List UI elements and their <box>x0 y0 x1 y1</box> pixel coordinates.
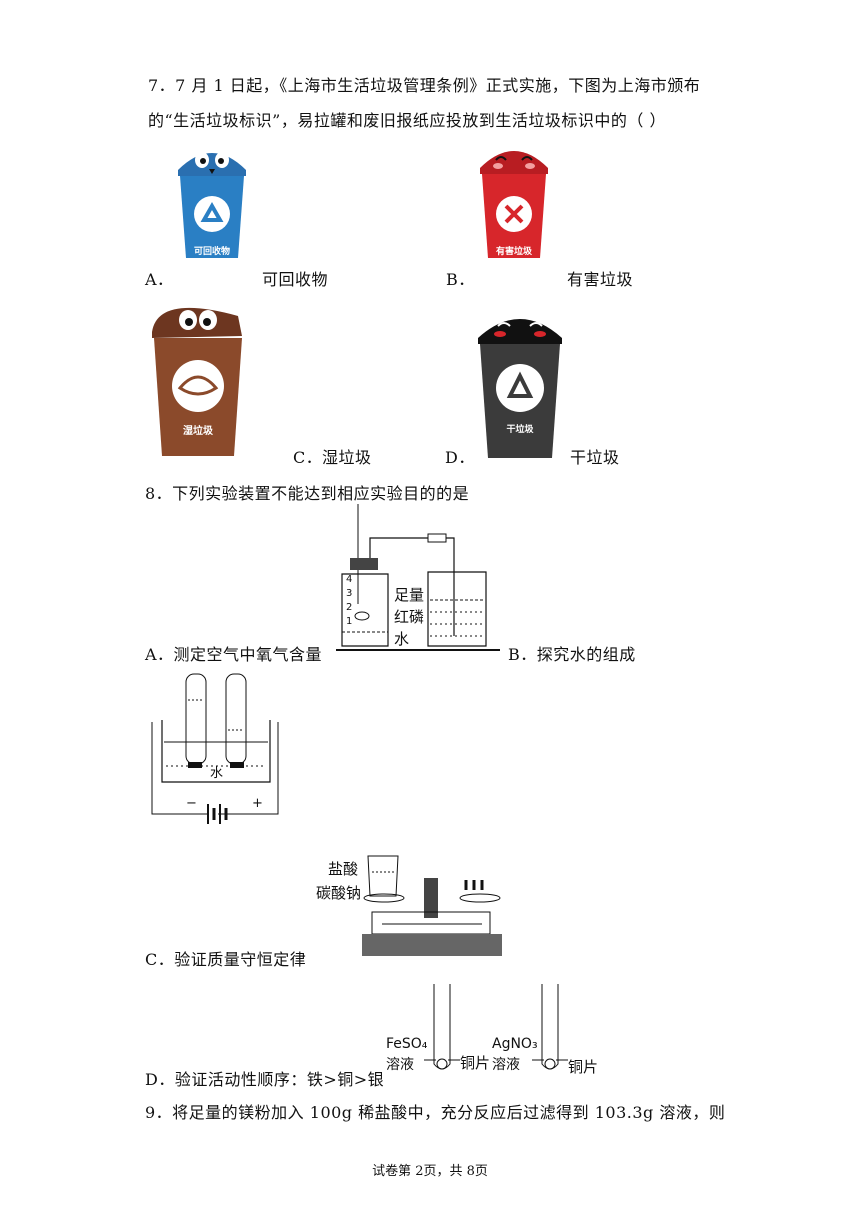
hazardous-bin-icon: 有害垃圾 <box>474 138 554 260</box>
option-a-text: 可回收物 <box>262 270 329 289</box>
bin-c-label: 湿垃圾 <box>183 426 213 437</box>
label-solution-1: 溶液 <box>386 1057 414 1073</box>
bin-a-label: 可回收物 <box>193 247 230 257</box>
test-tubes-figure: FeSO₄ 溶液 铜片 AgNO₃ 溶液 铜片 <box>384 984 604 1078</box>
label-agno3: AgNO₃ <box>492 1036 538 1052</box>
recyclable-bin-icon: 可回收物 <box>172 140 252 260</box>
bin-d-label: 干垃圾 <box>506 425 534 435</box>
option-a-letter: A． <box>145 270 174 289</box>
label-red-phosphorus: 红磷 <box>394 608 425 626</box>
dry-waste-bin-icon: 干垃圾 <box>474 304 566 460</box>
wet-waste-bin-icon: 湿垃圾 <box>148 296 248 458</box>
label-sodium-carbonate: 碳酸钠 <box>316 884 362 902</box>
bin-b-label: 有害垃圾 <box>495 247 532 257</box>
option-b-text: 有害垃圾 <box>567 270 634 289</box>
scale-1: 1 <box>346 616 353 627</box>
q7-stem-line1: 7．7 月 1 日起，《上海市生活垃圾管理条例》正式实施，下图为上海市颁布 <box>148 76 701 95</box>
label-feso4: FeSO₄ <box>386 1036 428 1052</box>
oxygen-apparatus-figure: 4 3 2 1 足量 红磷 水 <box>336 504 500 660</box>
q8-option-b: B．探究水的组成 <box>508 645 636 664</box>
q7-stem-line2: 的“生活垃圾标识”，易拉罐和废旧报纸应投放到生活垃圾标识中的（ ） <box>148 111 666 130</box>
option-d-letter: D． <box>445 448 475 467</box>
option-b-letter: B． <box>446 270 475 289</box>
label-copper-1: 铜片 <box>460 1054 491 1072</box>
q8-option-a: A．测定空气中氧气含量 <box>145 645 323 664</box>
negative-terminal: − <box>186 796 197 811</box>
scale-4: 4 <box>346 574 353 585</box>
balance-figure: 盐酸 碳酸钠 <box>312 850 502 962</box>
q8-option-d: D．验证活动性顺序：铁>铜>银 <box>145 1070 385 1089</box>
water-label: 水 <box>210 766 224 781</box>
label-copper-2: 铜片 <box>568 1058 599 1076</box>
q9-stem: 9．将足量的镁粉加入 100g 稀盐酸中，充分反应后过滤得到 103.3g 溶液… <box>145 1103 726 1122</box>
label-hydrochloric-acid: 盐酸 <box>328 860 359 878</box>
label-solution-2: 溶液 <box>492 1057 520 1073</box>
option-d-text: 干垃圾 <box>570 448 620 467</box>
scale-2: 2 <box>346 602 353 613</box>
scale-3: 3 <box>346 588 353 599</box>
label-sufficient: 足量 <box>394 586 425 604</box>
q8-option-c: C．验证质量守恒定律 <box>145 950 307 969</box>
electrolysis-figure: 水 − + <box>148 670 284 836</box>
q8-stem: 8．下列实验装置不能达到相应实验目的的是 <box>145 484 470 503</box>
page-footer: 试卷第 2页，共 8页 <box>372 1164 488 1179</box>
label-water: 水 <box>394 630 410 648</box>
positive-terminal: + <box>252 796 263 811</box>
option-c-text: C． <box>293 448 323 467</box>
option-c-label: 湿垃圾 <box>322 448 372 467</box>
